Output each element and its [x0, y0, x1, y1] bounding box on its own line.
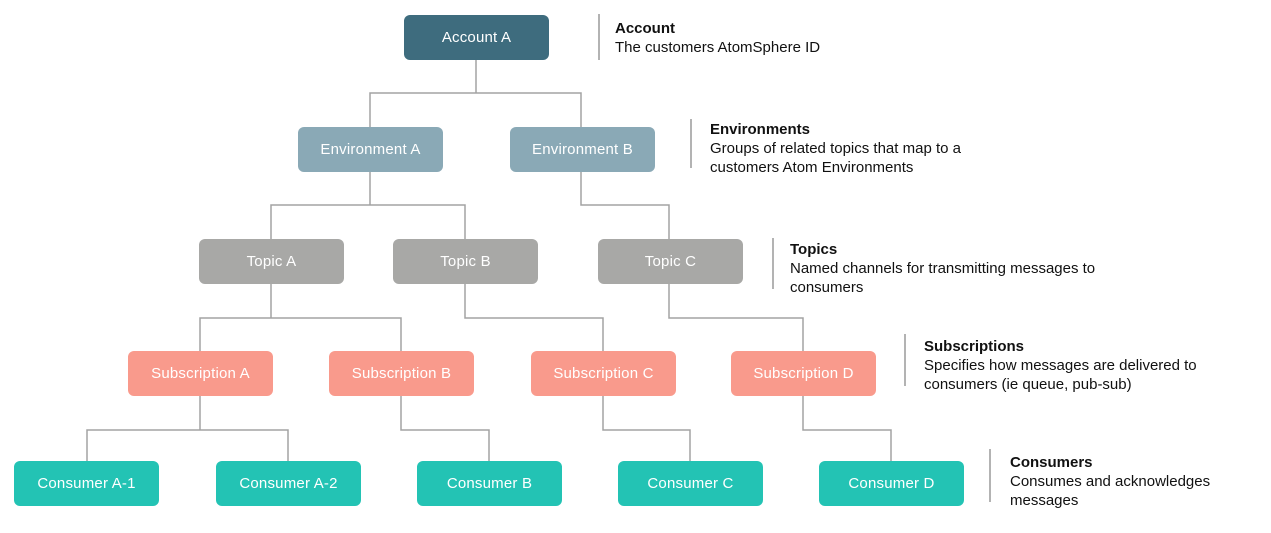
annotation-divider-consumers — [989, 449, 991, 502]
annotation-account: Account The customers AtomSphere ID — [615, 19, 820, 57]
node-subscription-a: Subscription A — [128, 351, 273, 396]
node-consumer-b: Consumer B — [417, 461, 562, 506]
node-consumer-a2: Consumer A-2 — [216, 461, 361, 506]
node-subscription-b: Subscription B — [329, 351, 474, 396]
tree-connector-path — [86, 60, 892, 461]
annotation-subscriptions-description: Specifies how messages are delivered to … — [924, 357, 1197, 393]
node-subscription-c: Subscription C — [531, 351, 676, 396]
node-consumer-a1: Consumer A-1 — [14, 461, 159, 506]
annotation-topics-title: Topics — [790, 241, 838, 258]
annotation-subscriptions: Subscriptions Specifies how messages are… — [924, 337, 1259, 394]
annotation-topics: Topics Named channels for transmitting m… — [790, 240, 1145, 297]
annotation-subscriptions-title: Subscriptions — [924, 338, 1025, 355]
annotation-divider-environments — [690, 119, 692, 168]
node-topic-a: Topic A — [199, 239, 344, 284]
node-account-a: Account A — [404, 15, 549, 60]
node-topic-c: Topic C — [598, 239, 743, 284]
annotation-environments-title: Environments — [710, 121, 811, 138]
node-environment-b: Environment B — [510, 127, 655, 172]
node-consumer-d: Consumer D — [819, 461, 964, 506]
annotation-topics-description: Named channels for transmitting messages… — [790, 260, 1096, 296]
annotation-account-description: The customers AtomSphere ID — [615, 39, 821, 56]
annotation-divider-topics — [772, 238, 774, 289]
node-subscription-d: Subscription D — [731, 351, 876, 396]
annotation-environments-description: Groups of related topics that map to a c… — [710, 140, 961, 176]
node-topic-b: Topic B — [393, 239, 538, 284]
annotation-environments: Environments Groups of related topics th… — [710, 120, 1025, 177]
annotation-consumers-title: Consumers — [1010, 454, 1093, 471]
annotation-divider-subscriptions — [904, 334, 906, 386]
node-consumer-c: Consumer C — [618, 461, 763, 506]
annotation-consumers: Consumers Consumes and acknowledges mess… — [1010, 453, 1245, 510]
node-environment-a: Environment A — [298, 127, 443, 172]
annotation-divider-account — [598, 14, 600, 60]
annotation-consumers-description: Consumes and acknowledges messages — [1010, 473, 1211, 509]
annotation-account-title: Account — [615, 20, 675, 37]
